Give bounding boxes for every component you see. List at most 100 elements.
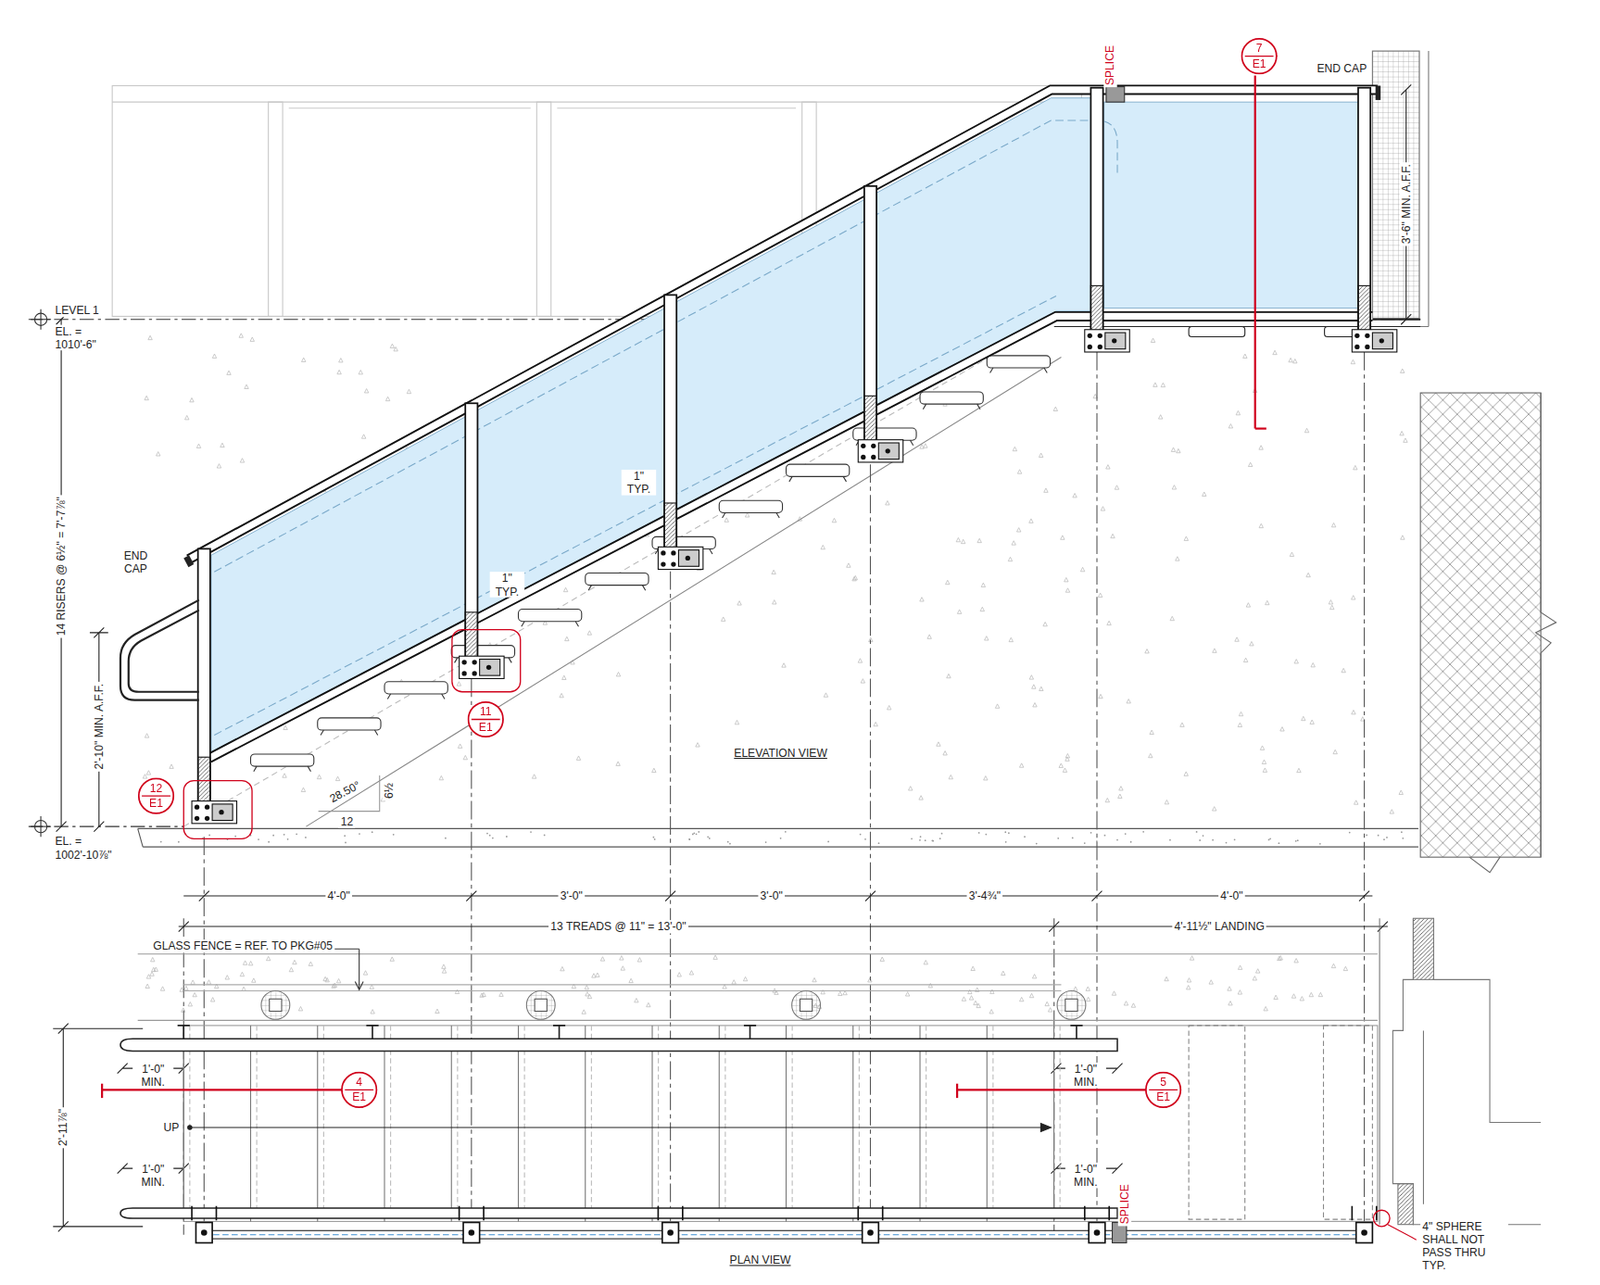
drawing-part	[584, 984, 589, 989]
drawing-part	[456, 681, 461, 686]
drawing-part	[1280, 727, 1285, 731]
drawing-part	[1238, 711, 1243, 716]
drawing-part	[226, 370, 231, 375]
drawing-part	[1348, 831, 1351, 834]
drawing-part	[241, 986, 246, 991]
drawing-part	[1085, 986, 1090, 991]
drawing-part	[1358, 88, 1371, 342]
drawing-part	[301, 357, 305, 362]
drawing-part	[588, 585, 646, 592]
drawing-part	[670, 550, 676, 555]
drawing-part	[1252, 976, 1257, 981]
drawing-part	[524, 1025, 526, 1222]
drawing-part	[212, 804, 233, 821]
drawing-part	[191, 1206, 216, 1221]
drawing-part	[1400, 535, 1405, 540]
drawing-part	[1110, 533, 1115, 538]
drawing-part	[1053, 1025, 1055, 1222]
drawing-part	[587, 630, 592, 635]
drawing-part	[344, 842, 347, 845]
drawing-part	[1073, 986, 1078, 991]
drawing-part	[289, 967, 293, 971]
drawing-part	[853, 428, 917, 441]
drawing-part	[1175, 556, 1180, 561]
drawing-part	[727, 841, 730, 844]
drawing-part	[722, 512, 781, 518]
drawing-part	[531, 774, 536, 779]
drawing-part	[1297, 839, 1299, 842]
drawing-part	[1064, 577, 1069, 581]
drawing-part	[301, 787, 305, 792]
drawing-part	[160, 986, 164, 991]
drawing-part	[812, 977, 817, 982]
sheet-number: E1	[352, 1089, 366, 1106]
drawing-part	[995, 704, 999, 708]
drawing-part	[534, 998, 547, 1011]
drawing-part	[1225, 842, 1228, 845]
drawing-part	[956, 537, 960, 542]
drawing-part	[272, 834, 275, 837]
drawing-part	[1053, 918, 1055, 1235]
drawing-part	[878, 442, 899, 460]
drawing-part	[298, 1006, 303, 1010]
drawing-part	[860, 443, 866, 449]
drawing-label: 4'-11½" LANDING	[1171, 919, 1267, 933]
drawing-part	[1331, 963, 1336, 968]
drawing-part	[553, 1025, 566, 1039]
drawing-part	[248, 960, 252, 965]
drawing-part	[371, 831, 374, 833]
drawing-part	[864, 186, 877, 453]
drawing-part	[148, 335, 152, 340]
drawing-label: 1'-0" MIN.	[132, 1062, 174, 1089]
drawing-part	[390, 343, 394, 348]
drawing-part	[1265, 600, 1270, 605]
drawing-part	[713, 955, 718, 959]
drawing-part	[948, 774, 953, 779]
drawing-part	[667, 1229, 674, 1236]
drawing-part	[1084, 1206, 1109, 1221]
drawing-part	[781, 663, 786, 668]
drawing-part	[1180, 722, 1185, 727]
drawing-part	[343, 834, 346, 837]
drawing-part	[1469, 856, 1500, 873]
drawing-part	[150, 971, 154, 976]
drawing-part	[239, 458, 244, 463]
drawing-part	[257, 838, 260, 841]
drawing-part	[1104, 101, 1360, 308]
drawing-part	[992, 1025, 994, 1222]
drawing-part	[1023, 835, 1026, 838]
drawing-part	[1398, 1184, 1414, 1225]
drawing-part	[486, 832, 489, 835]
drawing-part	[786, 464, 850, 477]
drawing-label: 3'-0"	[757, 889, 785, 903]
drawing-part	[463, 1222, 480, 1243]
drawing-part	[1379, 918, 1541, 1224]
drawing-part	[308, 961, 313, 966]
drawing-part	[100, 1083, 103, 1098]
drawing-part	[1423, 979, 1541, 1204]
drawing-part	[189, 397, 194, 402]
slope-symbol	[318, 775, 380, 812]
drawing-part	[491, 837, 494, 840]
drawing-part	[1011, 541, 1016, 545]
drawing-part	[827, 841, 830, 844]
drawing-part	[459, 655, 504, 679]
drawing-part	[1273, 995, 1278, 999]
drawing-part	[1171, 447, 1175, 452]
drawing-part	[720, 617, 725, 621]
drawing-part	[505, 835, 508, 838]
drawing-part	[708, 837, 711, 840]
drawing-part	[1398, 790, 1403, 794]
drawing-part	[1118, 793, 1122, 798]
drawing-part	[1268, 839, 1271, 842]
drawing-part	[1387, 1224, 1417, 1241]
drawing-part	[1399, 430, 1404, 435]
drawing-part	[1254, 75, 1257, 429]
drawing-part	[878, 842, 881, 845]
drawing-part	[1288, 357, 1293, 362]
drawing-part	[1012, 446, 1017, 451]
drawing-part	[660, 561, 666, 567]
drawing-part	[1227, 986, 1232, 991]
drawing-part	[1351, 709, 1356, 714]
drawing-part	[657, 1025, 659, 1222]
